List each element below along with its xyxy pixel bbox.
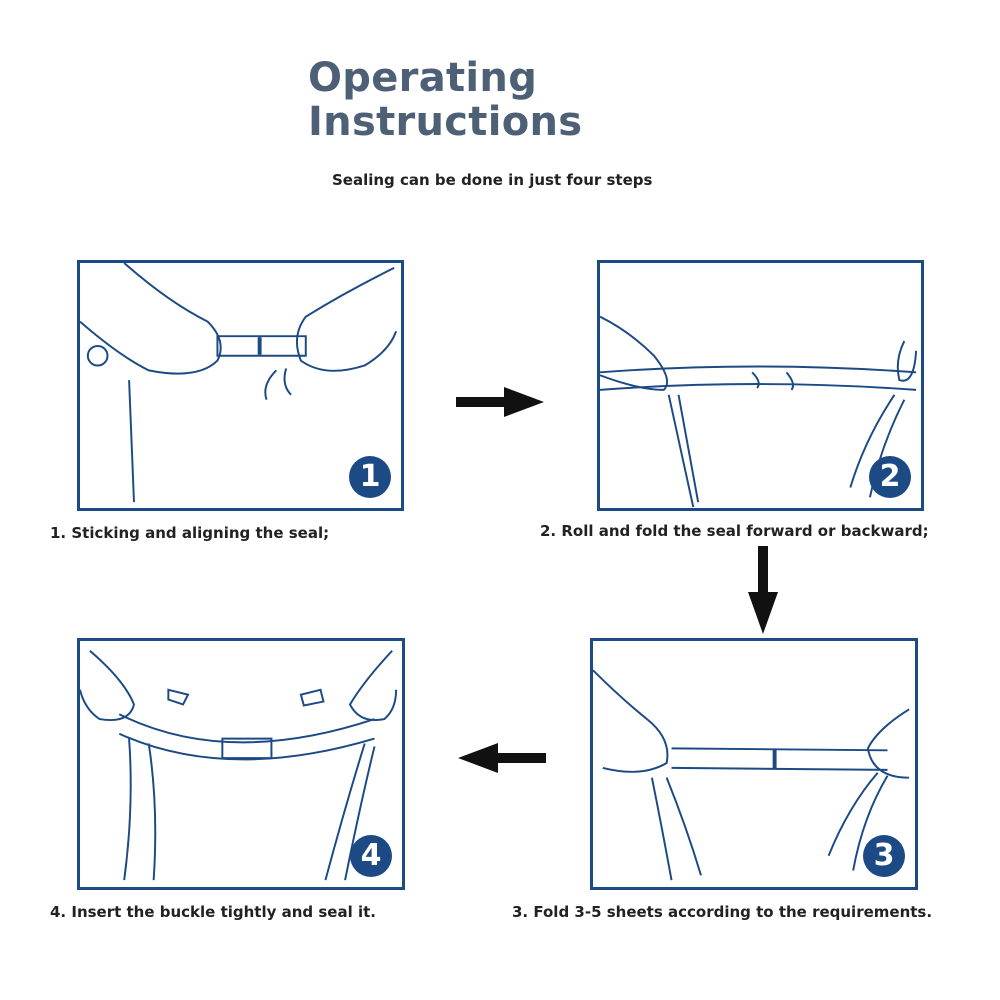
left-arrow-icon	[458, 743, 546, 773]
step-2-badge: 2	[869, 456, 911, 498]
step-3-panel: 3	[590, 638, 918, 890]
step-4-badge: 4	[350, 835, 392, 877]
step-1-illustration	[80, 263, 398, 503]
step-1-panel: 1	[77, 260, 404, 511]
right-arrow-icon	[456, 387, 544, 417]
step-3-illustration	[593, 669, 910, 881]
step-1-badge: 1	[349, 456, 391, 498]
step-4-caption: 4. Insert the buckle tightly and seal it…	[50, 903, 376, 921]
step-2-illustration	[600, 315, 918, 508]
step-4-illustration	[80, 650, 398, 881]
step-3-badge: 3	[863, 835, 905, 877]
step-1-caption: 1. Sticking and aligning the seal;	[50, 524, 330, 542]
page-title: Operating Instructions	[308, 56, 582, 144]
step-4-panel: 4	[77, 638, 405, 890]
step-2-panel: 2	[597, 260, 924, 511]
down-arrow-icon	[748, 546, 778, 634]
subtitle: Sealing can be done in just four steps	[332, 171, 653, 189]
title-line-2: Instructions	[308, 99, 583, 145]
step-3-caption: 3. Fold 3-5 sheets according to the requ…	[512, 903, 933, 921]
title-line-1: Operating	[308, 55, 538, 101]
step-2-caption: 2. Roll and fold the seal forward or bac…	[540, 522, 929, 540]
